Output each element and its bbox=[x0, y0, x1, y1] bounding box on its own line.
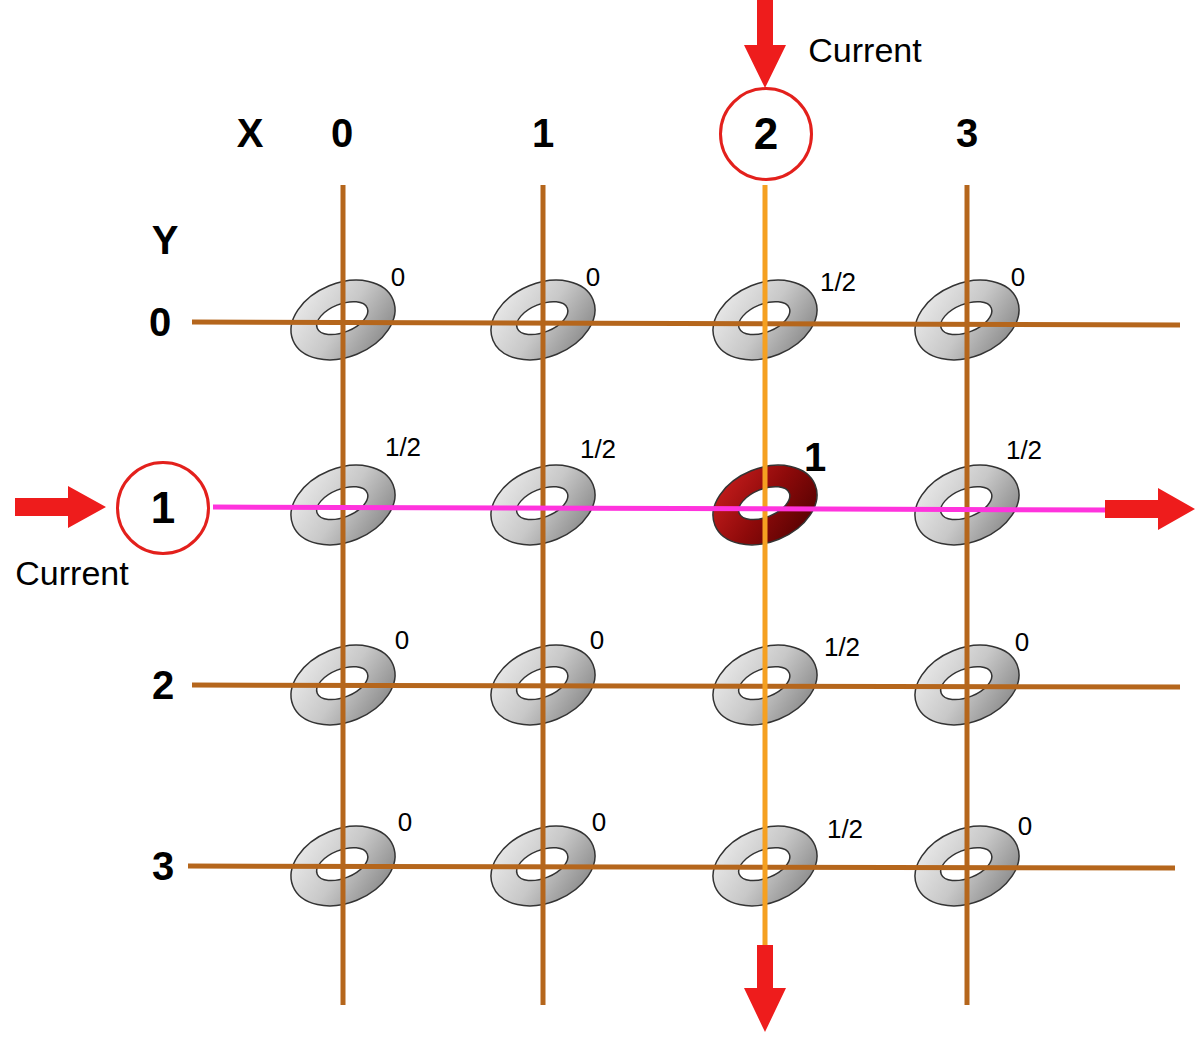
axis-name: Y bbox=[152, 220, 179, 260]
core-value: 1/2 bbox=[1006, 437, 1042, 463]
column-number: 0 bbox=[331, 113, 353, 153]
current-arrow bbox=[15, 486, 106, 528]
y-wire bbox=[188, 866, 1175, 868]
selected-line-circle: 2 bbox=[718, 86, 814, 182]
column-number: 1 bbox=[532, 113, 554, 153]
current-label: Current bbox=[15, 556, 128, 590]
axis-name: X bbox=[237, 113, 264, 153]
core-value: 1/2 bbox=[580, 436, 616, 462]
core-value: 1 bbox=[804, 437, 826, 477]
y-wire bbox=[192, 685, 1180, 687]
current-arrow bbox=[1105, 488, 1195, 530]
circle-outline bbox=[721, 89, 812, 180]
core-value: 0 bbox=[1011, 264, 1025, 290]
core-value: 0 bbox=[590, 627, 604, 653]
core-value: 1/2 bbox=[820, 269, 856, 295]
x-wire bbox=[965, 185, 970, 1005]
column-number: 3 bbox=[956, 113, 978, 153]
core-value: 0 bbox=[395, 627, 409, 653]
wires bbox=[188, 185, 1180, 1005]
row-number: 2 bbox=[152, 665, 174, 705]
selected-y-wire bbox=[213, 507, 1110, 510]
core-value: 0 bbox=[391, 264, 405, 290]
core-value: 0 bbox=[1015, 629, 1029, 655]
core-value: 0 bbox=[398, 809, 412, 835]
circle-outline bbox=[118, 463, 209, 554]
current-arrow bbox=[744, 945, 786, 1032]
line-number: 2 bbox=[754, 112, 778, 156]
selected-line-circle: 1 bbox=[115, 460, 211, 556]
ferrite-cores bbox=[279, 265, 1031, 920]
core-value: 0 bbox=[1018, 813, 1032, 839]
core-value: 1/2 bbox=[824, 634, 860, 660]
current-label: Current bbox=[808, 33, 921, 67]
y-wire bbox=[192, 322, 1180, 325]
line-number: 1 bbox=[151, 486, 175, 530]
row-number: 0 bbox=[149, 302, 171, 342]
core-value: 1/2 bbox=[385, 434, 421, 460]
core-value: 1/2 bbox=[827, 816, 863, 842]
core-value: 0 bbox=[592, 809, 606, 835]
current-arrows bbox=[15, 0, 1195, 1032]
x-wire bbox=[341, 185, 346, 1005]
selected-x-wire bbox=[763, 185, 768, 950]
row-number: 3 bbox=[152, 846, 174, 886]
current-arrow bbox=[744, 0, 786, 88]
core-value: 0 bbox=[586, 264, 600, 290]
x-wire bbox=[541, 185, 546, 1005]
